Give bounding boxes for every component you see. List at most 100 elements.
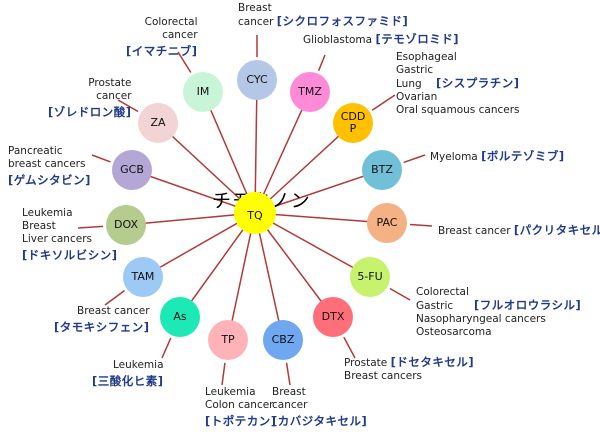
cancer-type: Leukemia (22, 207, 73, 219)
link-label-as (161, 337, 172, 359)
cancer-type: Colorectal (416, 286, 469, 298)
drug-japanese-name: [シクロフォスファミド] (276, 14, 409, 28)
indication-label-tam: Breast cancer[タモキシフェン] (54, 305, 150, 335)
drug-node-5-fu: 5-FU (350, 257, 390, 297)
cancer-type: cancer (96, 90, 132, 102)
drug-node-label: TMZ (298, 85, 322, 98)
link-label-cbz (285, 362, 291, 386)
drug-japanese-name: [三酸化ヒ素] (92, 374, 164, 388)
link-label-gcb (91, 154, 111, 163)
indication-label-pac: Breast cancer [パクリタキセル] (438, 224, 600, 238)
drug-node-label: CYC (246, 73, 268, 86)
cancer-type: cancer (272, 399, 308, 411)
drug-node-label: BTZ (371, 163, 393, 176)
link-tq-cddp (254, 122, 354, 214)
link-label-5-fu (389, 287, 411, 301)
drug-node-label: ZA (150, 116, 166, 129)
drug-japanese-name: [パクリタキセル] (513, 223, 600, 237)
drug-node-label: CBZ (271, 333, 295, 346)
cancer-type: Breast (22, 220, 56, 232)
cancer-type: Ovarian (396, 91, 438, 103)
cancer-type: Breast (238, 2, 272, 14)
link-label-dox (77, 225, 104, 229)
cancer-type: Breast (272, 386, 306, 398)
drug-node-za: ZA (138, 103, 178, 143)
drug-japanese-name: [ゲムシタビン] (8, 173, 91, 187)
cancer-type: Gastric (416, 300, 454, 312)
center-node-tq: TQ (234, 192, 276, 234)
cancer-type: breast cancers (8, 158, 86, 170)
link-label-im (177, 51, 192, 73)
drug-node-label: 5-FU (357, 270, 383, 283)
drug-node-btz: BTZ (362, 150, 402, 190)
link-label-tmz (317, 54, 326, 71)
cancer-type: Leukemia (205, 386, 256, 398)
indication-label-as: Leukemia[三酸化ヒ素] (92, 359, 164, 389)
cancer-type: Nasopharyngeal cancers (416, 313, 546, 325)
cancer-type: Oral squamous cancers (396, 104, 520, 116)
link-tq-btz (254, 169, 383, 214)
drug-node-label: DTX (321, 310, 345, 323)
drug-japanese-name: [カバジタキセル] (272, 414, 368, 428)
drug-japanese-name: [ゾレドロン酸] (48, 105, 132, 119)
drug-japanese-name: [ドキソルビシン] (22, 248, 118, 262)
drug-japanese-name: [フルオロウラシル] (474, 298, 582, 312)
drug-node-label: As (173, 310, 187, 323)
drug-node-label: TAM (131, 270, 155, 283)
drug-node-gcb: GCB (112, 150, 152, 190)
drug-japanese-name: [ドセタキセル] (390, 355, 475, 369)
cancer-type: cancer (238, 16, 277, 28)
drug-node-dtx: DTX (313, 297, 353, 337)
link-tq-pac (254, 212, 388, 224)
indication-label-btz: Myeloma [ボルテゾミブ] (430, 150, 565, 164)
drug-node-label: GCB (120, 163, 144, 176)
cancer-type: Liver cancers (22, 233, 92, 245)
drug-japanese-name: [イマチニブ] (126, 44, 198, 58)
indication-label-dtx: Prostate [ドセタキセル]Breast cancers (344, 356, 474, 383)
link-tq-dox (125, 212, 256, 226)
cancer-type: Breast cancers (344, 370, 422, 382)
drug-node-label: TP (221, 333, 235, 346)
link-label-tam (104, 290, 125, 306)
link-label-dtx (343, 336, 356, 359)
center-node-label: TQ (247, 209, 263, 222)
cancer-type: Esophageal (396, 51, 457, 63)
link-tq-tmz (254, 91, 311, 214)
link-label-tp (221, 362, 226, 386)
drug-node-im: IM (183, 72, 223, 112)
drug-node-as: As (160, 297, 200, 337)
drug-node-tam: TAM (123, 257, 163, 297)
cancer-type: Glioblastoma (303, 34, 376, 46)
link-label-pac (409, 223, 433, 227)
cancer-type: Breast cancer (76, 305, 150, 317)
cancer-type: Prostate (88, 77, 132, 89)
cancer-type: Colorectal (144, 16, 198, 28)
drug-japanese-name: [トポテカン] (205, 414, 277, 428)
indication-label-cyc: Breast cancer [シクロフォスファミド] (238, 2, 408, 29)
cancer-type: Breast cancer (438, 225, 514, 237)
cancer-type: cancer (162, 29, 198, 41)
drug-node-label: PAC (376, 216, 398, 229)
drug-japanese-name: [テモゾロミド] (375, 32, 459, 46)
cancer-type: Prostate (344, 357, 391, 369)
drug-japanese-name: [シスプラチン] (436, 76, 520, 90)
link-tq-dtx (254, 212, 334, 318)
link-tq-tp (227, 212, 256, 341)
cancer-type: Myeloma (430, 151, 482, 163)
drug-node-cbz: CBZ (263, 320, 303, 360)
link-label-za (117, 99, 139, 113)
link-tq-cbz (254, 212, 284, 341)
drug-node-pac: PAC (367, 203, 407, 243)
drug-node-dox: DOX (106, 205, 146, 245)
indication-label-tmz: Glioblastoma [テモゾロミド] (303, 33, 459, 47)
